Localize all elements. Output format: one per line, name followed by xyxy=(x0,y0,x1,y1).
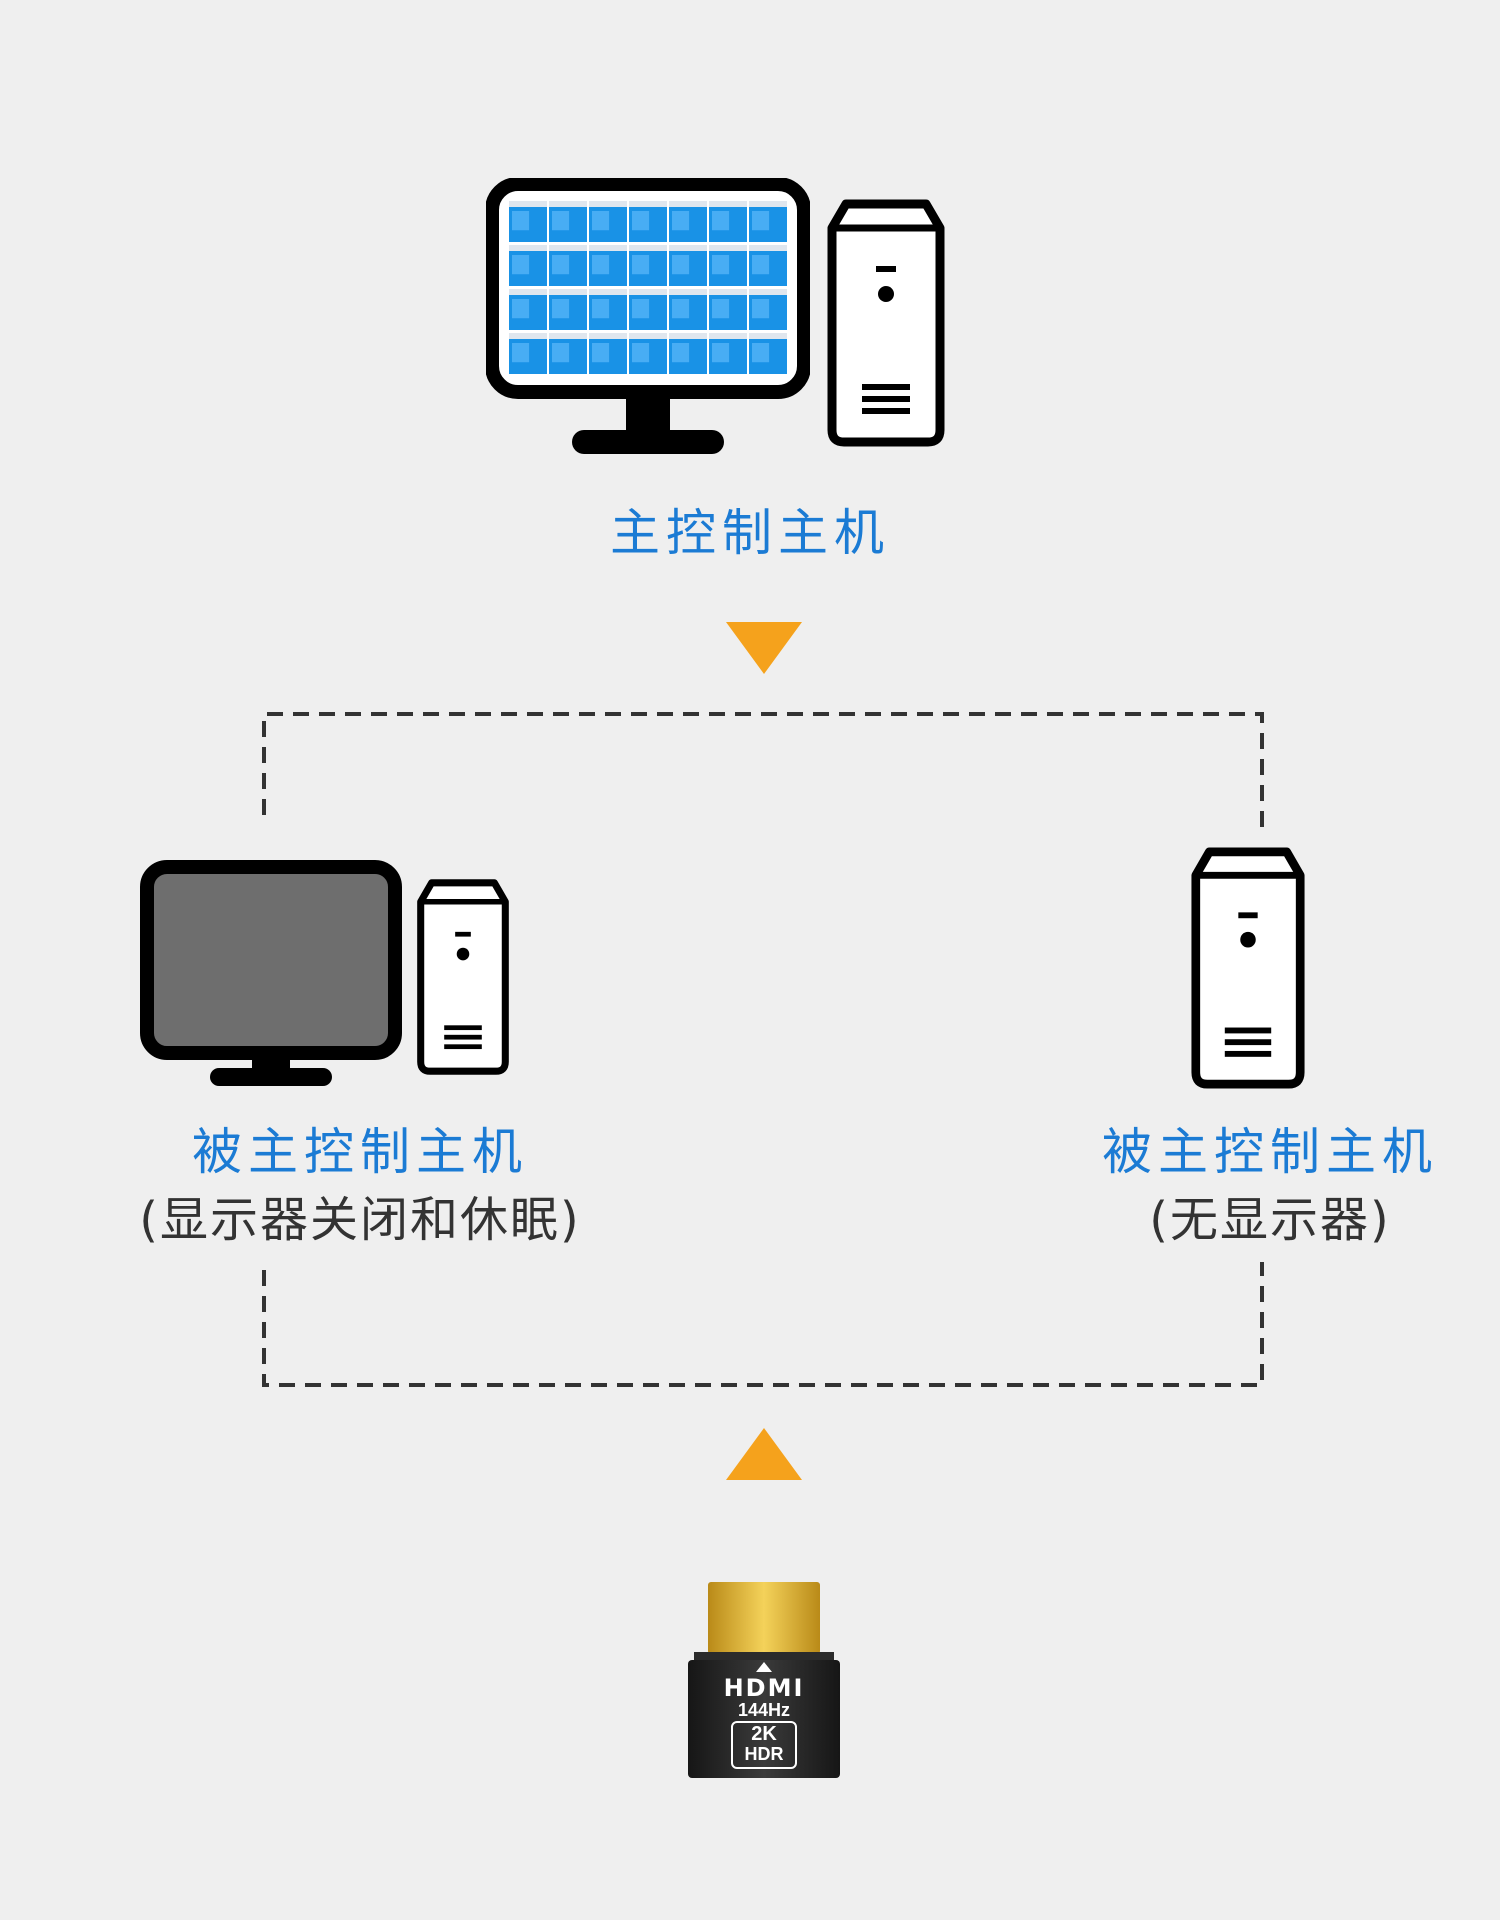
tile-window-icon xyxy=(512,255,530,275)
slave-left-tower xyxy=(416,878,510,1076)
tile-window-icon xyxy=(552,299,570,319)
monitor-off-icon xyxy=(140,860,402,1086)
resolution-badge: 2K xyxy=(751,1723,777,1745)
tile-window-icon xyxy=(512,299,530,319)
tile-titlebar xyxy=(509,289,547,295)
hdmi-adapter: HDMI 144Hz 2K HDR xyxy=(686,1580,842,1780)
tile-titlebar xyxy=(669,245,707,251)
tile-window-icon xyxy=(752,255,770,275)
pc-tower-icon xyxy=(827,199,945,447)
tile-titlebar xyxy=(509,245,547,251)
remote-desktop-grid xyxy=(509,201,787,374)
master-tower xyxy=(826,198,946,448)
tile-window-icon xyxy=(712,343,730,363)
tile-titlebar xyxy=(509,333,547,339)
tile-titlebar xyxy=(669,289,707,295)
tile-titlebar xyxy=(549,333,587,339)
hdmi-plug-icon xyxy=(688,1582,840,1778)
refresh-rate: 144Hz xyxy=(737,1700,791,1720)
tile-titlebar xyxy=(749,289,787,295)
tile-titlebar xyxy=(629,201,667,207)
arrow-up-icon xyxy=(726,1428,802,1480)
tile-window-icon xyxy=(632,299,650,319)
tile-titlebar xyxy=(629,333,667,339)
tile-window-icon xyxy=(712,299,730,319)
tile-window-icon xyxy=(592,343,610,363)
hdmi-logo: HDMI xyxy=(723,1674,805,1702)
master-monitor xyxy=(486,178,810,460)
tile-window-icon xyxy=(552,343,570,363)
tile-window-icon xyxy=(552,211,570,231)
tile-window-icon xyxy=(512,211,530,231)
tile-titlebar xyxy=(549,245,587,251)
tile-window-icon xyxy=(592,255,610,275)
tile-window-icon xyxy=(592,299,610,319)
master-label: 主控制主机 xyxy=(610,504,890,562)
slave-left-label: 被主控制主机 xyxy=(192,1123,528,1181)
slave-right-label: 被主控制主机 xyxy=(1102,1123,1438,1181)
tile-titlebar xyxy=(749,245,787,251)
pc-tower-icon xyxy=(417,879,509,1075)
tile-titlebar xyxy=(709,289,747,295)
tile-titlebar xyxy=(709,333,747,339)
tile-titlebar xyxy=(549,201,587,207)
pc-tower-icon xyxy=(1191,847,1305,1089)
tile-window-icon xyxy=(672,255,690,275)
tile-window-icon xyxy=(632,255,650,275)
master-monitor-icon xyxy=(486,178,810,454)
tile-titlebar xyxy=(669,201,707,207)
tile-titlebar xyxy=(589,289,627,295)
tile-titlebar xyxy=(549,289,587,295)
slave-left-monitor xyxy=(140,860,402,1088)
hdr-badge: HDR xyxy=(744,1744,784,1764)
slave-left-note: (显示器关闭和休眠) xyxy=(139,1192,581,1248)
tile-window-icon xyxy=(632,211,650,231)
tile-window-icon xyxy=(672,211,690,231)
tile-window-icon xyxy=(672,299,690,319)
tile-titlebar xyxy=(709,201,747,207)
tile-window-icon xyxy=(592,211,610,231)
tile-window-icon xyxy=(752,343,770,363)
tile-titlebar xyxy=(509,201,547,207)
tile-titlebar xyxy=(589,333,627,339)
tile-window-icon xyxy=(752,211,770,231)
tile-titlebar xyxy=(669,333,707,339)
slave-right-note: (无显示器) xyxy=(1149,1192,1391,1248)
tile-titlebar xyxy=(629,245,667,251)
tile-window-icon xyxy=(752,299,770,319)
tile-titlebar xyxy=(589,245,627,251)
tile-window-icon xyxy=(712,255,730,275)
tile-titlebar xyxy=(749,201,787,207)
slave-right-tower xyxy=(1190,846,1306,1090)
tile-window-icon xyxy=(512,343,530,363)
tile-titlebar xyxy=(709,245,747,251)
tile-window-icon xyxy=(632,343,650,363)
tile-titlebar xyxy=(629,289,667,295)
tile-titlebar xyxy=(749,333,787,339)
tile-window-icon xyxy=(712,211,730,231)
tile-titlebar xyxy=(589,201,627,207)
arrow-down-icon xyxy=(726,622,802,674)
tile-window-icon xyxy=(672,343,690,363)
tile-window-icon xyxy=(552,255,570,275)
